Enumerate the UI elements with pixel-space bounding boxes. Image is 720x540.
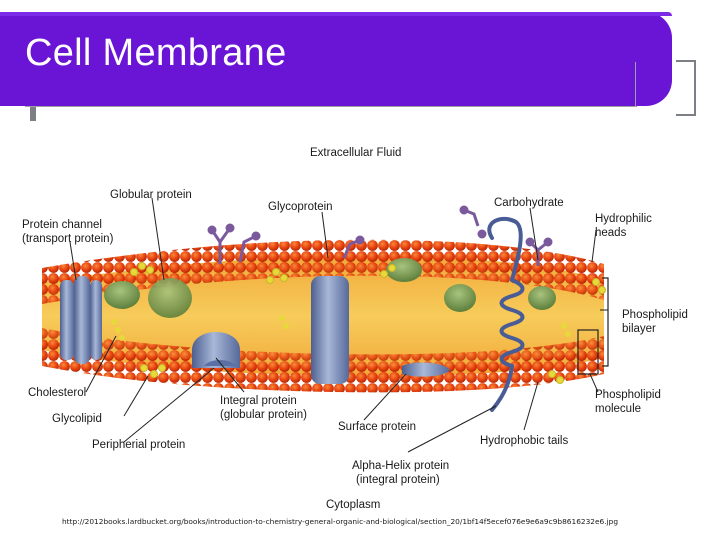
label-surface-protein: Surface protein	[338, 421, 416, 433]
label-integral-protein-paren: (integral protein)	[356, 474, 440, 486]
surface-protein	[402, 362, 450, 377]
decorative-rule	[25, 106, 637, 107]
label-glycolipid: Glycolipid	[52, 413, 102, 425]
glycolipid-chains	[130, 262, 606, 384]
label-globular-protein-paren: (globular protein)	[220, 409, 307, 421]
label-heads: heads	[595, 227, 627, 239]
label-cholesterol: Cholesterol	[28, 387, 86, 399]
cell-membrane-diagram: Extracellular Fluid Globular protein Gly…	[22, 147, 688, 511]
carbohydrate-chains	[207, 205, 553, 266]
label-phospholipid-molecule-1: Phospholipid	[595, 389, 661, 401]
label-peripherial-protein: Peripherial protein	[92, 439, 185, 451]
label-extracellular-fluid: Extracellular Fluid	[310, 147, 401, 159]
decorative-bracket	[676, 60, 696, 116]
label-phospholipid-bilayer-2: bilayer	[622, 323, 656, 335]
integral-globular-protein	[192, 332, 240, 368]
label-integral-protein: Integral protein	[220, 395, 297, 407]
label-carbohydrate: Carbohydrate	[494, 197, 564, 209]
label-phospholipid-molecule-2: molecule	[595, 403, 641, 415]
globular-protein	[148, 278, 192, 318]
globular-protein	[104, 281, 140, 309]
protein-channel	[60, 276, 102, 364]
phospholipid-molecule-box	[577, 329, 599, 375]
label-alpha-helix: Alpha-Helix protein	[352, 460, 449, 472]
slide-title: Cell Membrane	[25, 32, 287, 74]
label-glycoprotein: Glycoprotein	[268, 201, 333, 213]
globular-protein	[444, 284, 476, 312]
label-hydrophilic: Hydrophilic	[595, 213, 652, 225]
cholesterol	[111, 315, 571, 341]
integral-protein	[311, 276, 349, 384]
decorative-rule-vertical	[635, 62, 636, 107]
label-hydrophobic-tails: Hydrophobic tails	[480, 435, 568, 447]
title-bar	[0, 12, 672, 106]
label-cytoplasm: Cytoplasm	[326, 499, 380, 511]
source-url: http://2012books.lardbucket.org/books/in…	[62, 517, 619, 526]
decorative-tick	[30, 107, 36, 121]
cell-membrane-figure: Extracellular Fluid Globular protein Gly…	[4, 130, 717, 527]
label-globular-protein: Globular protein	[110, 189, 192, 201]
label-protein-channel: Protein channel	[22, 219, 102, 231]
globular-protein	[528, 286, 556, 310]
leader-lines	[69, 197, 608, 453]
bilayer-bracket	[602, 277, 609, 367]
globular-protein	[386, 258, 422, 282]
label-transport-protein: (transport protein)	[22, 233, 114, 245]
label-phospholipid-bilayer-1: Phospholipid	[622, 309, 688, 321]
